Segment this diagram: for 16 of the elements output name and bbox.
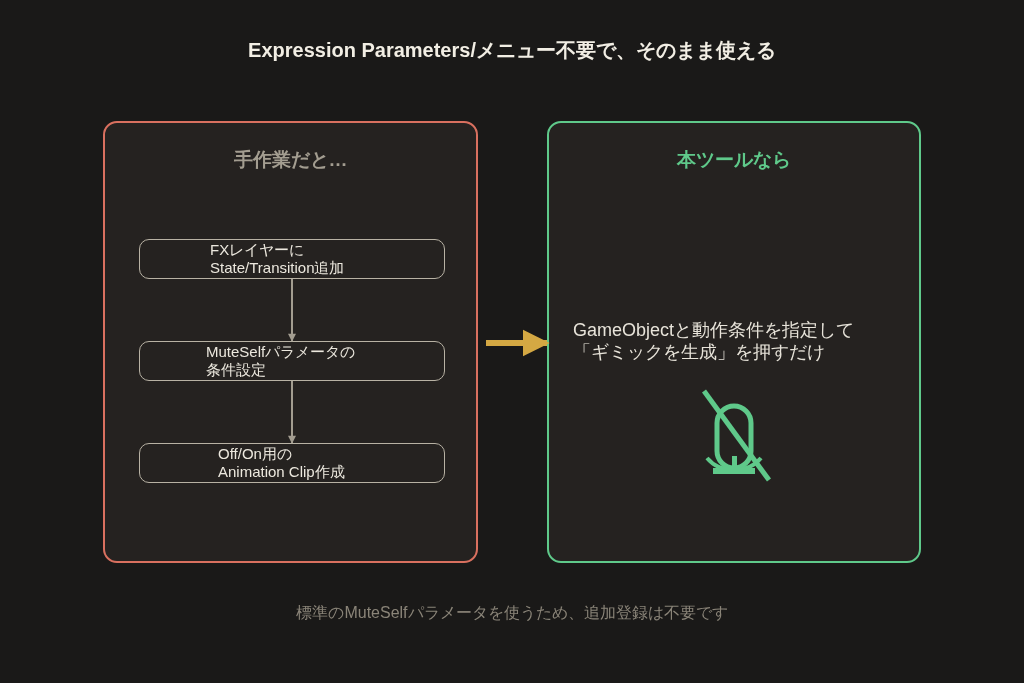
step-box [139, 239, 445, 279]
step-box [139, 341, 445, 381]
arrow [288, 278, 296, 342]
arrow [288, 380, 296, 444]
step-text: FXレイヤーに State/Transition追加 [210, 241, 346, 277]
step-text: MuteSelfパラメータの条件設定 [206, 343, 357, 379]
step-text: Off/On用の Animation Clip作成 [218, 445, 346, 481]
footnote: 標準のMuteSelfパラメータを使うため、追加登録は不要です [295, 603, 729, 623]
diagram-title: Expression Parameters/メニュー不要で、そのまま使える [247, 38, 777, 63]
panel-heading: 本ツールなら [675, 148, 792, 172]
step-box [139, 443, 445, 483]
panel-heading: 手作業だと… [232, 148, 349, 172]
panel [103, 121, 478, 563]
description-text: GameObjectと動作条件を指定して「ギミックを生成」を押すだけ [573, 319, 856, 363]
panel [547, 121, 921, 563]
arrow [486, 329, 550, 357]
